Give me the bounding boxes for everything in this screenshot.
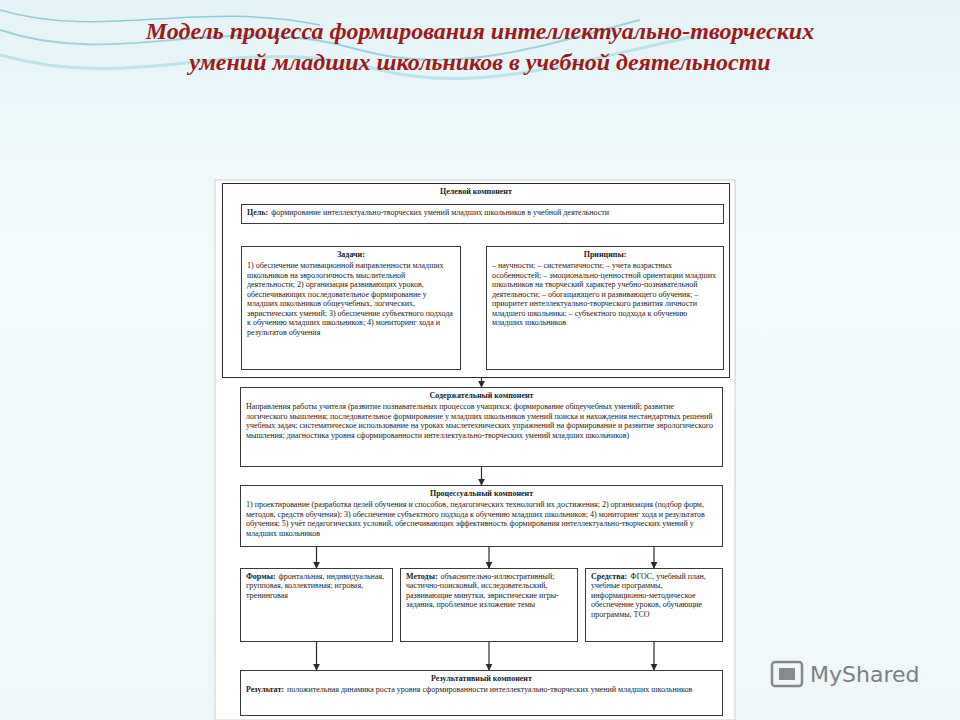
watermark: MyShared [810,662,919,687]
arrow-connector [481,467,482,485]
result-component: Результативный компонентРезультат:положи… [240,670,723,716]
box-heading: Средства: [591,572,627,581]
process-component: Процессуальный компонент 1) проектировани… [240,485,723,547]
text-line: Результат:положительная динамика роста у… [246,685,717,694]
diagram-sheet [215,180,735,720]
box-heading: Принципы: [492,250,718,259]
box-text: 1) проектирование (разработка целей обуч… [246,500,717,538]
arrow-connector [653,642,654,670]
text-line: Средства:ФГОС, учебный план, учебные про… [591,572,717,619]
tasks-box: Задачи: 1) обеспечение мотивационной напр… [241,246,461,370]
box-text: – научности; – систематичности; – учета … [492,261,718,327]
arrow-connector [316,642,317,670]
arrow-connector [481,378,482,387]
box-heading: Процессуальный компонент [246,489,717,498]
box-text: положительная динамика роста уровня сфор… [287,685,692,694]
watermark-icon [772,662,802,686]
box-text: формирование интеллектуально-творческих … [271,208,609,217]
arrow-connector [653,547,654,568]
text-line: Формы:фронтальная, индивидуальная, групп… [246,572,387,600]
text-line: Цель:формирование интеллектуально-творче… [247,208,718,217]
box-text: 1) обеспечение мотивационной направленно… [247,261,455,337]
box-heading: Результат: [246,685,284,694]
target-component: Целевой компонентЦель:формирование интел… [222,183,730,378]
box-text: Направления работы учителя (развитие поз… [246,402,717,440]
box-heading: Формы: [246,572,276,581]
box-heading: Целевой компонент [228,187,724,196]
content-component: Содержательный компонентНаправления рабо… [240,387,723,467]
arrow-connector [488,642,489,670]
goal-box: Цель:формирование интеллектуально-творче… [241,204,724,224]
slide-title: Модель процесса формирования интеллектуа… [110,16,850,78]
principles-box: Принципы: – научности; – систематичности;… [486,246,724,370]
text-line: Методы:объяснительно-иллюстративный; час… [406,572,572,610]
forms-box: Формы:фронтальная, индивидуальная, групп… [240,568,393,642]
arrow-connector [316,547,317,568]
arrow-connector [488,547,489,568]
box-heading: Цель: [247,208,268,217]
means-box: Средства:ФГОС, учебный план, учебные про… [585,568,723,642]
component-heading: Результативный компонент [246,674,717,683]
box-heading: Методы: [406,572,438,581]
box-heading: Задачи: [247,250,455,259]
methods-box: Методы:объяснительно-иллюстративный; час… [400,568,578,642]
box-heading: Содержательный компонент [246,391,717,400]
